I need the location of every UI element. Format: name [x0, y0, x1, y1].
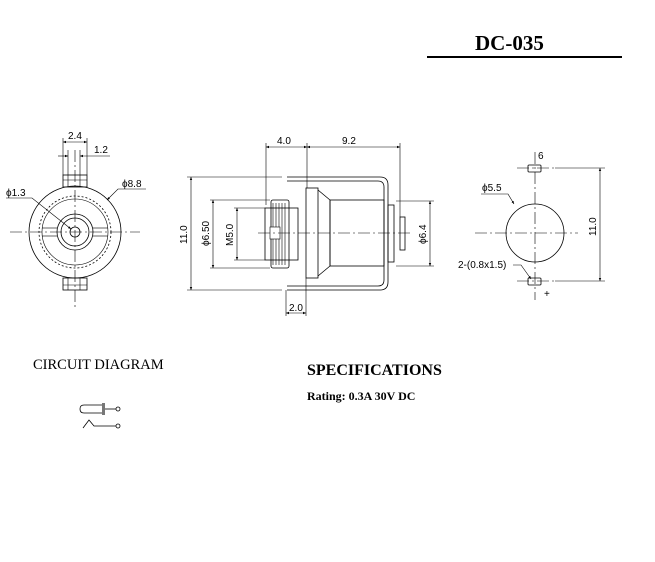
dim-thread-label: M5.0	[225, 223, 236, 246]
panel-dim-pads-label: 2-(0.8x1.5)	[458, 260, 506, 271]
dim-pitch-label: 1.2	[94, 145, 108, 156]
dim-width-label: 2.4	[68, 131, 82, 142]
dim-height-label: 11.0	[179, 225, 190, 244]
side-view: 11.0 ϕ6.50 M5.0 ϕ6.4 4.0 9.2	[179, 136, 434, 316]
circuit-heading: CIRCUIT DIAGRAM	[33, 357, 164, 373]
dim-front-label: 4.0	[277, 136, 291, 147]
panel-view: 11.0 6 ϕ5.5 2-(0.8x1.5) +	[458, 151, 605, 300]
dim-nut-label: ϕ6.50	[201, 220, 212, 246]
dim-flange-label: 2.0	[289, 303, 303, 314]
panel-dim-pad-label: 6	[538, 151, 544, 162]
front-view: 2.4 1.2 ϕ1.3 ϕ8.8	[6, 131, 146, 308]
circuit-symbol-icon	[79, 403, 121, 429]
dim-body-label: ϕ6.4	[418, 224, 429, 244]
panel-mark: +	[544, 289, 550, 300]
panel-dim-height-label: 11.0	[588, 217, 599, 236]
rating-text: Rating: 0.3A 30V DC	[307, 389, 415, 403]
dim-hole-label: ϕ1.3	[6, 188, 26, 199]
panel-dim-hole-label: ϕ5.5	[482, 183, 502, 194]
specifications-heading: SPECIFICATIONS	[307, 362, 442, 379]
drawing-title: DC-035	[475, 31, 544, 55]
dim-outer-label: ϕ8.8	[122, 179, 142, 190]
dim-length-label: 9.2	[342, 136, 356, 147]
